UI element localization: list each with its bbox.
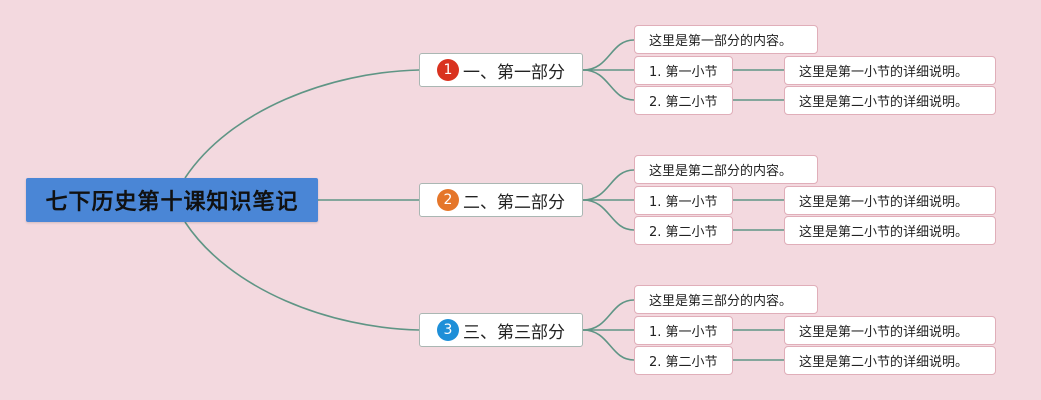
section-3-sub-2-detail[interactable]: 这里是第二小节的详细说明。 xyxy=(784,346,996,375)
section-3-intro[interactable]: 这里是第三部分的内容。 xyxy=(634,285,818,314)
section-2-label: 二、第二部分 xyxy=(463,192,565,213)
section-1-sub-1-detail[interactable]: 这里是第一小节的详细说明。 xyxy=(784,56,996,85)
section-3-sub-1[interactable]: 1. 第一小节 xyxy=(634,316,733,345)
section-2-sub-1-detail[interactable]: 这里是第一小节的详细说明。 xyxy=(784,186,996,215)
number-1-badge: 1 xyxy=(437,59,459,81)
section-1-sub-1[interactable]: 1. 第一小节 xyxy=(634,56,733,85)
connector-s1-intro xyxy=(582,39,635,71)
connector-s2-sub2 xyxy=(582,199,635,231)
section-2-intro[interactable]: 这里是第二部分的内容。 xyxy=(634,155,818,184)
section-1-topic[interactable]: 1 一、第一部分 xyxy=(419,53,583,87)
section-1-sub-2-detail[interactable]: 这里是第二小节的详细说明。 xyxy=(784,86,996,115)
connector-root-section-3 xyxy=(184,221,420,331)
number-2-badge: 2 xyxy=(437,189,459,211)
connector-s3-intro xyxy=(582,299,635,331)
section-1-sub-2[interactable]: 2. 第二小节 xyxy=(634,86,733,115)
section-3-label: 三、第三部分 xyxy=(463,322,565,343)
connector-s3-sub2 xyxy=(582,329,635,361)
section-1-intro[interactable]: 这里是第一部分的内容。 xyxy=(634,25,818,54)
root-topic[interactable]: 七下历史第十课知识笔记 xyxy=(26,178,318,222)
section-2-sub-1[interactable]: 1. 第一小节 xyxy=(634,186,733,215)
section-1-label: 一、第一部分 xyxy=(463,62,565,83)
connector-root-section-1 xyxy=(184,69,420,179)
section-3-sub-2[interactable]: 2. 第二小节 xyxy=(634,346,733,375)
section-2-sub-2[interactable]: 2. 第二小节 xyxy=(634,216,733,245)
connector-s2-intro xyxy=(582,169,635,201)
section-2-sub-2-detail[interactable]: 这里是第二小节的详细说明。 xyxy=(784,216,996,245)
section-3-sub-1-detail[interactable]: 这里是第一小节的详细说明。 xyxy=(784,316,996,345)
section-3-topic[interactable]: 3 三、第三部分 xyxy=(419,313,583,347)
number-3-badge: 3 xyxy=(437,319,459,341)
section-2-topic[interactable]: 2 二、第二部分 xyxy=(419,183,583,217)
connector-s1-sub2 xyxy=(582,69,635,101)
